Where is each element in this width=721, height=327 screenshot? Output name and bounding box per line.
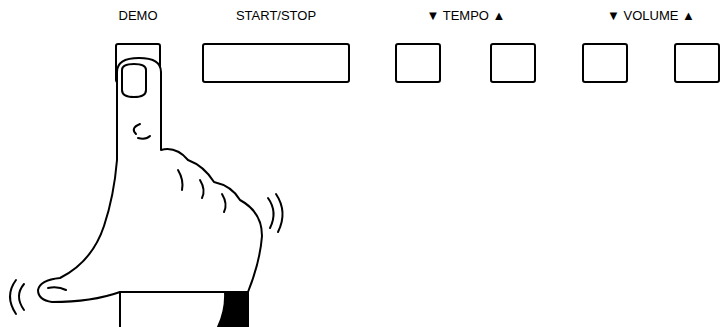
volume-down-button — [583, 44, 627, 82]
control-button: DEMO — [108, 4, 168, 84]
pressing-hand — [10, 58, 283, 327]
control-button: START/STOP — [196, 4, 356, 84]
tempo-up-button — [491, 44, 535, 82]
button-group-label: ▼ TEMPO ▲ — [391, 4, 541, 24]
start-stop-button — [203, 44, 349, 82]
button-label: DEMO — [108, 4, 168, 24]
button-group-label: ▼ VOLUME ▲ — [576, 4, 721, 24]
volume-up-button — [675, 44, 719, 82]
button-label: START/STOP — [196, 4, 356, 24]
tempo-down-button — [396, 44, 440, 82]
